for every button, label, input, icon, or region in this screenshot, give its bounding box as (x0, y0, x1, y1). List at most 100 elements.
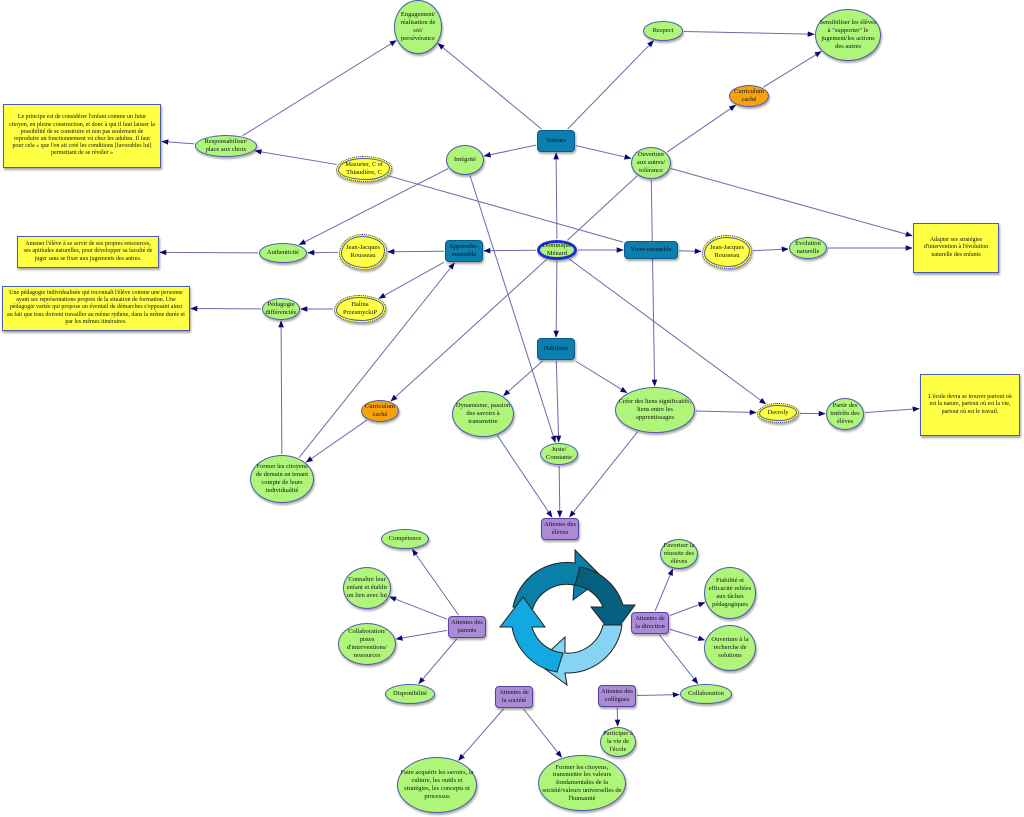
edge-parents-to-disponibilite (418, 638, 458, 685)
node-direction[interactable]: Attentes de la direction (631, 612, 669, 634)
edge-creer-to-decroly (695, 409, 757, 416)
node-connaitre[interactable]: Connaître leur enfant et établir un lien… (343, 567, 391, 609)
node-note5[interactable]: L'école devra se trouver partout où est … (920, 374, 1020, 436)
circular-arrows-icon (498, 548, 636, 687)
node-juste[interactable]: Juste/ Constante (540, 443, 578, 465)
node-apprendre[interactable]: Apprendre-ensemble (445, 240, 483, 262)
edge-apprendre-to-jjr1 (387, 248, 445, 255)
node-pedagogie[interactable]: Pédagogie différenciée (262, 298, 300, 320)
edge-habiletes-to-creer (575, 360, 628, 394)
node-respect[interactable]: Respect (643, 21, 683, 41)
edge-dominique-to-decroly (568, 258, 767, 405)
edge-dynamisme-to-eleves (496, 435, 553, 518)
edge-ouverture-to-dominique (567, 175, 638, 241)
node-faire[interactable]: Faire acquérir les savoirs, la culture, … (397, 757, 477, 813)
node-note2[interactable]: Amener l'élève à se servir de ses propre… (17, 236, 159, 268)
edge-habiletes-to-dynamisme (503, 360, 543, 397)
edge-societe-to-former2 (523, 708, 563, 758)
node-ouverture[interactable]: Ouverture aux autres/ tolérance (631, 147, 671, 179)
node-jjr2[interactable]: Jean-Jacques Rousseau (702, 235, 752, 269)
node-mazurier[interactable]: Mazurier, C et Thiaudière, C (336, 156, 392, 182)
edge-valeurs-to-respect (567, 40, 654, 130)
edge-dominique-to-curriculum2 (390, 259, 547, 402)
edge-parents-to-pistes (395, 629, 448, 641)
edge-apprendre-to-halina (378, 261, 445, 299)
edge-parents-to-connaitre (389, 596, 448, 620)
node-evolution[interactable]: Évolution naturelle (789, 237, 827, 259)
edge-valeurs-to-engagement (437, 43, 542, 130)
edge-direction-to-favoriser (654, 568, 674, 612)
edge-direction-to-recherche (669, 628, 706, 641)
node-collegues[interactable]: Attentes des collègues (598, 685, 636, 707)
node-curriculum2[interactable]: Curriculum caché (361, 400, 399, 422)
edge-dominique-to-habiletes (553, 260, 559, 338)
node-curriculum1[interactable]: Curriculum caché (729, 85, 769, 107)
edge-mazurier-to-responsabiliser (254, 149, 337, 165)
node-habiletes[interactable]: Habiletés (537, 338, 575, 360)
node-decroly[interactable]: Decroly (757, 403, 799, 423)
edge-former1-to-apprendre (298, 262, 455, 458)
node-note1[interactable]: Le principe est de considérer l'enfant c… (3, 104, 161, 168)
edge-societe-to-faire (458, 708, 504, 761)
edge-direction-to-fiabilite (669, 602, 706, 616)
node-note4[interactable]: Une pédagogie individualisée qui reconna… (2, 285, 190, 331)
cycle-arrow-left (498, 596, 564, 673)
node-collaboration[interactable]: Collaboration (680, 684, 732, 704)
edge-mazurier-to-vivre (388, 175, 624, 243)
node-dominique[interactable]: Dominique Ménard (537, 240, 577, 260)
node-sensibiliser[interactable]: Sensibiliser les élèves à "supporter" le… (815, 9, 881, 61)
node-creer[interactable]: Créer des liens significatifs, liens ent… (615, 387, 695, 433)
node-favoriser[interactable]: Favoriser la réussite des élèves (660, 539, 698, 569)
edge-valeurs-to-integrite (483, 144, 537, 158)
edge-integrite-to-juste (469, 175, 556, 443)
node-recherche[interactable]: Ouverture à la recherche de solutions (704, 625, 756, 671)
edge-direction-to-collaboration (659, 634, 699, 685)
node-jjr1[interactable]: Jean-Jacques Rousseau (339, 234, 387, 270)
edge-creer-to-eleves (569, 431, 639, 518)
node-note3[interactable]: Adapter ses stratégies d'intervention à … (913, 223, 999, 273)
cycle-arrow-top (512, 548, 604, 612)
edge-authenticite-to-note2 (159, 249, 259, 256)
edge-former1-to-pedagogie (278, 320, 284, 455)
node-societe[interactable]: Attentes de la société (495, 686, 533, 708)
node-competence[interactable]: Compétence (381, 529, 429, 549)
edge-ouverture-to-note3 (670, 168, 913, 237)
edge-collegues-to-collaboration (636, 691, 680, 698)
node-integrite[interactable]: Intégrité (446, 145, 484, 175)
node-responsabiliser[interactable]: Responsabiliser/ place aux choix (195, 135, 257, 157)
node-participer[interactable]: Participer à la vie de l'école (600, 727, 636, 757)
edge-ouverture-to-creer (650, 179, 658, 387)
node-valeurs[interactable]: Valeurs (537, 130, 575, 152)
edge-ouverture-to-curriculum1 (666, 104, 737, 153)
edge-parents-to-competence (411, 548, 459, 616)
node-vivre[interactable]: Vivre-ensemble (624, 241, 678, 259)
edge-respect-to-sensibiliser (683, 30, 815, 37)
edge-dominique-to-apprendre (483, 247, 537, 254)
edge-responsabiliser-to-note1 (161, 139, 195, 145)
node-partir[interactable]: Partir des intérêts des élèves (826, 398, 864, 430)
edge-partir-to-note5 (864, 406, 920, 414)
node-eleves[interactable]: Attentes des élèves (541, 518, 579, 540)
edge-dominique-to-valeurs (553, 152, 559, 240)
node-disponibilite[interactable]: Disponibilité (385, 684, 435, 704)
cycle-arrow-right (574, 566, 636, 636)
node-fiabilite[interactable]: Fiabilité et efficacité reliées aux tâch… (704, 567, 756, 619)
node-authenticite[interactable]: Authenticité (259, 243, 307, 263)
node-former2[interactable]: Former les citoyens, transmettre les val… (538, 755, 626, 811)
edge-curriculum2-to-former1 (305, 419, 368, 463)
node-dynamisme[interactable]: Dynamisme, passion des savoirs à transme… (452, 391, 514, 437)
edge-valeurs-to-ouverture (575, 145, 632, 160)
node-parents[interactable]: Attentes des parents (448, 616, 486, 638)
node-engagement[interactable]: Engagement/ réalisation de soi/ persévér… (394, 0, 442, 54)
edge-responsabiliser-to-engagement (242, 40, 397, 137)
edge-jjr2-to-evolution (752, 246, 789, 253)
edge-habiletes-to-juste (555, 360, 562, 443)
node-pistes[interactable]: Collaboration/ pistes d'interventions/ r… (338, 623, 396, 665)
cycle-arrow-bottom (536, 624, 623, 687)
node-former1[interactable]: Former les citoyens de demain en tenant … (250, 455, 314, 503)
edge-vivre-to-jjr2 (678, 248, 702, 254)
edge-curriculum1-to-sensibiliser (763, 51, 822, 88)
node-halina[interactable]: Halina PrzesmyckiP (334, 295, 386, 323)
edge-juste-to-eleves (556, 465, 563, 518)
